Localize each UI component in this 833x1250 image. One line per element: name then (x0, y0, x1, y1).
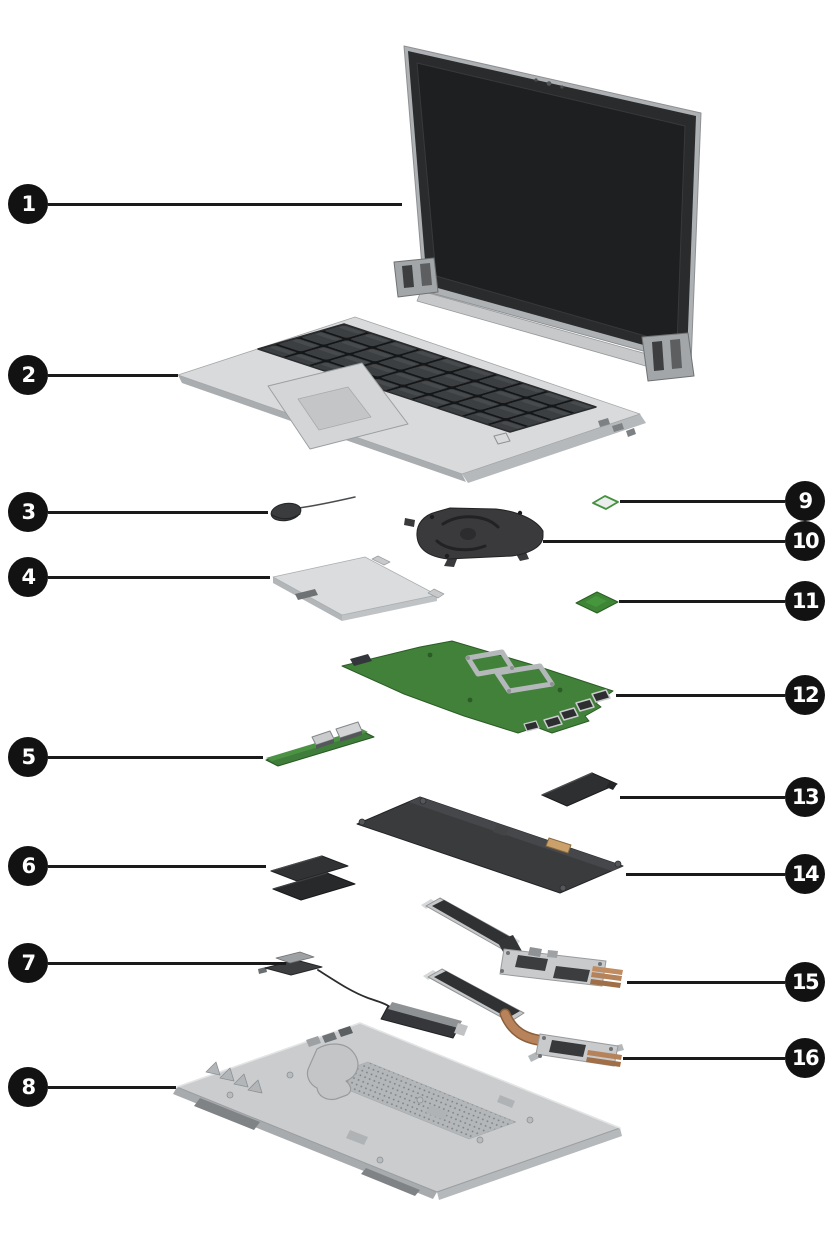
bottom-cover (173, 1022, 622, 1200)
callout-badge-11: 11 (785, 581, 825, 621)
display-hinge-right (641, 332, 695, 382)
leader-line-13 (620, 796, 785, 799)
callout-badge-3: 3 (8, 492, 48, 532)
leader-line-8 (48, 1086, 176, 1089)
fan (404, 507, 544, 567)
system-board (341, 640, 614, 734)
callout-badge-8: 8 (8, 1067, 48, 1107)
battery-connector (545, 837, 572, 854)
fan-scroll-outline (306, 1043, 359, 1101)
solid-state-drive (541, 772, 618, 807)
leader-line-12 (616, 694, 785, 697)
leader-line-9 (620, 500, 785, 503)
heat-sink-discrete (421, 897, 623, 988)
wlan-module (592, 495, 619, 510)
memory-module-shield (270, 855, 356, 901)
leader-line-11 (619, 600, 785, 603)
leader-line-2 (48, 374, 178, 377)
battery (356, 796, 624, 894)
display-assembly (393, 45, 702, 382)
callout-badge-12: 12 (785, 675, 825, 715)
leader-line-3 (48, 511, 268, 514)
top-cover-with-keyboard (177, 316, 646, 483)
rib-triangles (205, 1061, 263, 1094)
display-hinge-left (393, 257, 439, 298)
side-ports (598, 418, 636, 437)
rtc-battery (270, 496, 356, 522)
webcam-icon (534, 78, 564, 89)
touchpad (272, 555, 445, 621)
callout-badge-4: 4 (8, 557, 48, 597)
callout-badge-6: 6 (8, 846, 48, 886)
keyboard-keys (257, 323, 597, 433)
rubber-feet (194, 1098, 420, 1196)
leader-line-1 (48, 203, 402, 206)
leader-line-15 (627, 981, 785, 984)
leader-line-14 (626, 873, 785, 876)
board-ports (523, 689, 611, 732)
leader-line-7 (48, 962, 286, 965)
callout-badge-16: 16 (785, 1038, 825, 1078)
leader-line-10 (543, 540, 785, 543)
screw-bosses (226, 1071, 534, 1164)
speakers (258, 951, 468, 1039)
rear-ports (306, 1026, 353, 1047)
callout-badge-14: 14 (785, 854, 825, 894)
callout-badge-2: 2 (8, 355, 48, 395)
leader-line-5 (48, 756, 263, 759)
callout-badge-9: 9 (785, 481, 825, 521)
callout-badge-15: 15 (785, 962, 825, 1002)
callout-badge-10: 10 (785, 521, 825, 561)
usb-connector-board (265, 721, 375, 767)
callout-badge-1: 1 (8, 184, 48, 224)
callout-badge-13: 13 (785, 777, 825, 817)
callout-badge-7: 7 (8, 943, 48, 983)
leader-line-6 (48, 865, 266, 868)
callout-badge-5: 5 (8, 737, 48, 777)
leader-line-4 (48, 576, 270, 579)
fingerprint-reader-icon (493, 432, 511, 445)
wwan-module (575, 591, 619, 614)
leader-line-16 (623, 1057, 785, 1060)
heat-sink-uma (423, 968, 624, 1067)
